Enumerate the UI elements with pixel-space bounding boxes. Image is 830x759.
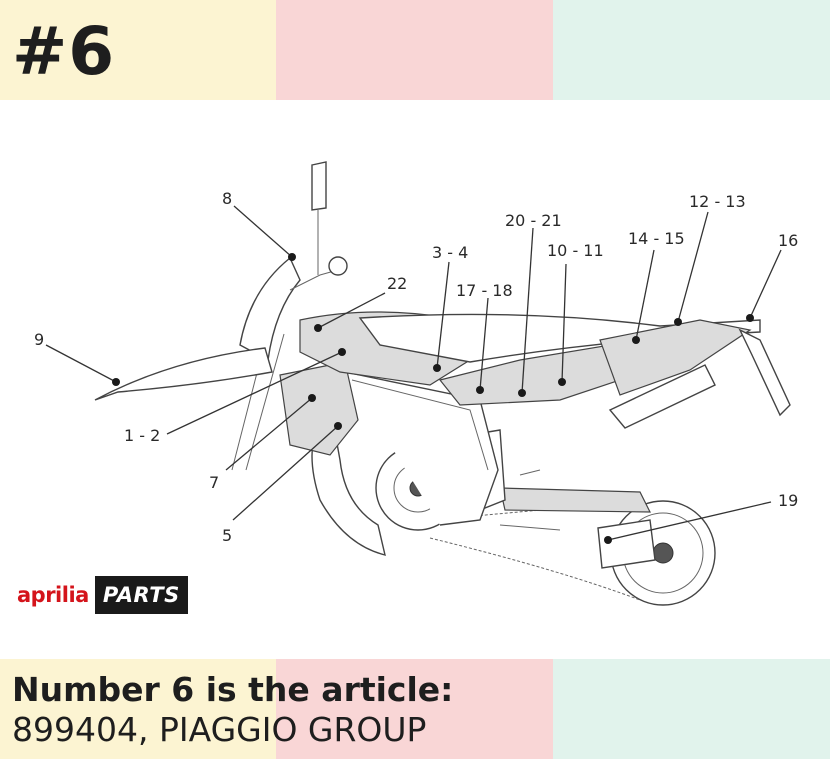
motorcycle-drawing bbox=[94, 161, 791, 606]
callout-16: 16 bbox=[778, 231, 798, 250]
exploded-parts-diagram: 8 9 22 3 - 4 20 - 21 17 - 18 10 - 11 12 … bbox=[34, 161, 798, 606]
logo-parts: PARTS bbox=[94, 576, 188, 614]
band-segment-pink bbox=[276, 659, 553, 759]
callout-17-18: 17 - 18 bbox=[456, 281, 513, 300]
exhaust-silencer bbox=[608, 364, 716, 429]
band-segment-mint bbox=[553, 659, 830, 759]
callout-labels: 8 9 22 3 - 4 20 - 21 17 - 18 10 - 11 12 … bbox=[34, 189, 798, 545]
logo-brand: aprilia bbox=[15, 576, 95, 614]
bottom-color-band bbox=[0, 659, 830, 759]
callout-10-11: 10 - 11 bbox=[547, 241, 604, 260]
callout-8: 8 bbox=[222, 189, 232, 208]
callout-20-21: 20 - 21 bbox=[505, 211, 562, 230]
aprilia-parts-logo: aprilia PARTS bbox=[15, 576, 188, 614]
callout-7: 7 bbox=[209, 473, 219, 492]
callout-22: 22 bbox=[387, 274, 407, 293]
top-color-band bbox=[0, 0, 830, 100]
handlebar-clamp bbox=[328, 256, 348, 276]
band-segment-mint bbox=[553, 0, 830, 100]
seat bbox=[358, 313, 761, 363]
callout-14-15: 14 - 15 bbox=[628, 229, 685, 248]
swingarm bbox=[499, 487, 651, 513]
callout-12-13: 12 - 13 bbox=[689, 192, 746, 211]
band-segment-yellow bbox=[0, 0, 276, 100]
mirror bbox=[311, 161, 327, 211]
front-fairing bbox=[239, 256, 301, 362]
leader-lines bbox=[45, 205, 782, 544]
caption-article: 899404, PIAGGIO GROUP bbox=[12, 710, 427, 749]
caption-title: Number 6 is the article: bbox=[12, 670, 454, 709]
band-segment-yellow bbox=[0, 659, 276, 759]
callout-1-2: 1 - 2 bbox=[124, 426, 160, 445]
chain-guard bbox=[597, 519, 656, 569]
callout-3-4: 3 - 4 bbox=[432, 243, 468, 262]
main-frame bbox=[344, 371, 499, 526]
callout-9: 9 bbox=[34, 330, 44, 349]
article-caption: Number 6 is the article: 899404, PIAGGIO… bbox=[12, 670, 822, 750]
front-beak-9 bbox=[94, 347, 273, 401]
rear-plate-holder bbox=[738, 328, 791, 417]
item-number-badge: #6 bbox=[12, 13, 116, 90]
callout-19: 19 bbox=[778, 491, 798, 510]
band-segment-pink bbox=[276, 0, 553, 100]
callout-5: 5 bbox=[222, 526, 232, 545]
